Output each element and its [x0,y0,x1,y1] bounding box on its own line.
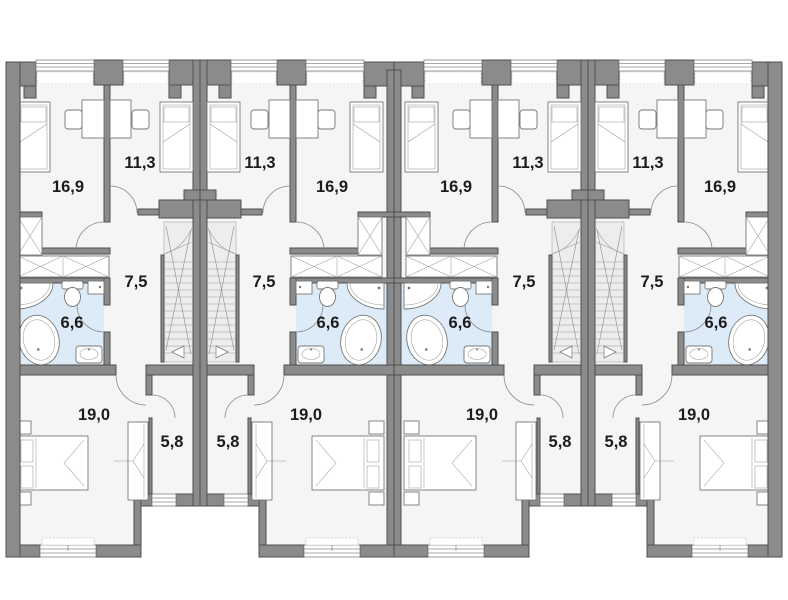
room-area-label: 6,6 [61,314,84,332]
room-area-label: 11,3 [244,154,275,172]
unit-3 [393,59,589,558]
room-area-label: 16,9 [704,178,736,196]
room-area-label: 16,9 [316,178,348,196]
room-area-label: 11,3 [124,154,155,172]
room-area-label: 11,3 [632,154,663,172]
room-area-label: 16,9 [52,178,84,196]
room-area-label: 19,0 [466,406,498,424]
room-area-label: 7,5 [253,273,276,291]
room-area-label: 5,8 [217,433,240,451]
room-area-label: 7,5 [641,273,664,291]
unit-4 [587,59,783,558]
room-area-label: 5,8 [161,433,184,451]
room-area-label: 5,8 [605,433,628,451]
room-area-label: 7,5 [513,273,536,291]
room-area-label: 11,3 [512,154,543,172]
room-labels: 16,9 11,3 7,5 6,6 19,0 5,8 16,9 11,3 7,5… [52,154,736,451]
unit-1 [5,59,201,558]
room-area-label: 7,5 [125,273,148,291]
unit-2 [199,59,395,558]
room-area-label: 19,0 [678,406,710,424]
room-area-label: 19,0 [290,406,322,424]
room-area-label: 6,6 [449,314,472,332]
room-area-label: 16,9 [440,178,472,196]
room-area-label: 19,0 [78,406,110,424]
room-area-label: 6,6 [705,314,728,332]
room-area-label: 5,8 [549,433,572,451]
room-area-label: 6,6 [317,314,340,332]
outer-walls [5,61,783,558]
